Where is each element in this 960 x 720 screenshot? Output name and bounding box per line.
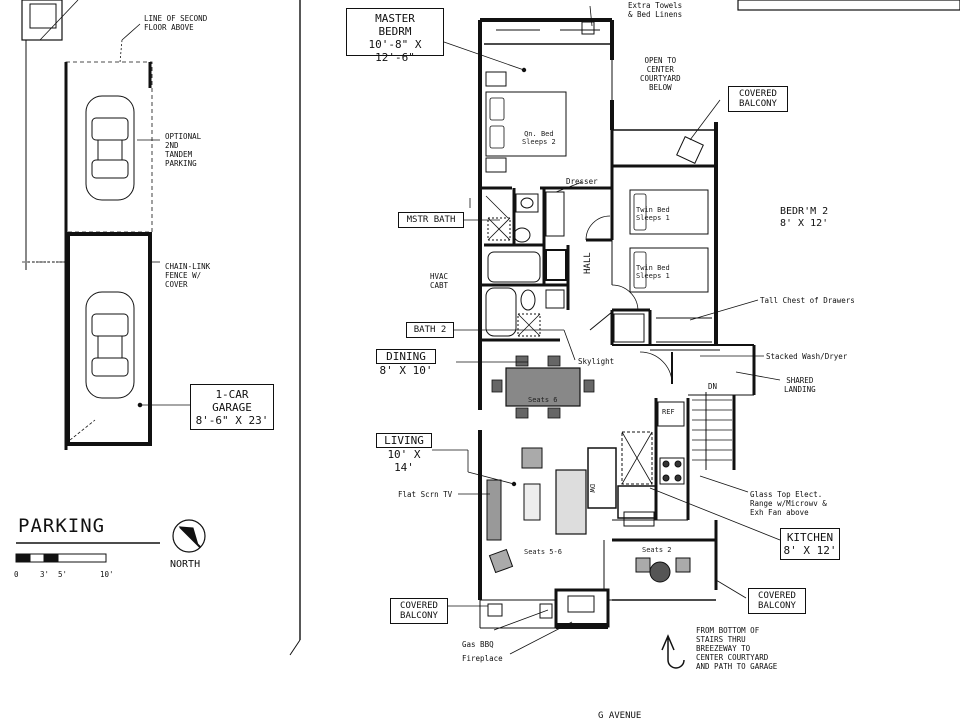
leader-lines [428,5,781,655]
skylight-label: Skylight [578,357,615,366]
optional-parking-label: OPTIONAL 2ND TANDEM PARKING [165,132,202,168]
stairs-down-label: DN [708,382,718,391]
dresser-label: Dresser [566,177,598,186]
dining-title: DINING [376,349,436,364]
path-arrow-icon [661,634,685,669]
seats-2-label: Seats 2 [642,546,672,554]
scale-tick-10: 10' [100,570,114,579]
fireplace-label: Fireplace [462,654,503,663]
open-courtyard-label: OPEN TO CENTER COURTYARD BELOW [640,56,681,92]
dining-label: DINING 8' X 10' [376,348,436,378]
master-bedroom-label: MASTER BEDRM 10'-8" X 12'-6" [346,8,444,64]
second-floor-line-label: LINE OF SECOND FLOOR ABOVE [144,14,208,32]
hvac-label: HVAC CABT [430,272,449,290]
dishwasher-label: DW [588,484,596,493]
car-1-icon [85,95,135,201]
car-2-icon [85,291,135,399]
apartment-walls [428,5,781,669]
covered-balcony-top-label: COVERED BALCONY [728,86,788,112]
covered-balcony-left-label: COVERED BALCONY [390,598,448,624]
from-stairs-note: FROM BOTTOM OF STAIRS THRU BREEZEWAY TO … [696,626,778,671]
living-dims: 10' X 14' [387,448,421,474]
twin-bed-2-label: Twin Bed Sleeps 1 [636,264,670,280]
north-arrow-icon [172,519,206,553]
north-label: NORTH [170,559,201,570]
covered-balcony-right-label: COVERED BALCONY [748,588,806,614]
street-label: G AVENUE [598,711,642,720]
fence-label: CHAIN-LINK FENCE W/ COVER [165,262,211,289]
queen-bed-label: Qn. Bed Sleeps 2 [522,130,556,146]
hall-label: HALL [583,252,593,274]
gas-bbq-label: Gas BBQ [462,640,494,649]
living-label: LIVING 10' X 14' [376,432,432,474]
flat-tv-label: Flat Scrn TV [398,490,453,499]
dining-dims: 8' X 10' [379,364,433,377]
seats-6-label: Seats 6 [528,396,558,404]
tall-chest-label: Tall Chest of Drawers [760,296,855,305]
refrigerator-label: REF [662,408,675,416]
shared-landing-label: SHARED LANDING [784,376,816,394]
kitchen-label: KITCHEN 8' X 12' [780,528,840,560]
scale-tick-0: 0 [14,570,19,579]
bath-2-label: BATH 2 [406,322,454,338]
parking-title: PARKING [18,515,106,537]
glass-top-range-label: Glass Top Elect. Range w/Microwv & Exh F… [750,490,827,517]
living-title: LIVING [376,433,432,448]
stair-treads [692,399,732,461]
title-block-corner [737,0,960,11]
scale-tick-3: 3' [40,570,50,579]
bedroom-2-label: BEDR'M 2 8' X 12' [780,206,829,229]
dining-chairs [491,355,595,419]
scale-tick-5: 5' [58,570,68,579]
scale-bar [15,553,107,563]
twin-bed-1-label: Twin Bed Sleeps 1 [636,206,670,222]
seats-5-6-label: Seats 5-6 [524,548,562,556]
parking-site [15,0,301,656]
stacked-wash-dryer-label: Stacked Wash/Dryer [766,352,848,361]
garage-label: 1-CAR GARAGE 8'-6" X 23' [190,384,274,430]
master-bath-label: MSTR BATH [398,212,464,228]
extra-towels-label: Extra Towels & Bed Linens [628,1,683,19]
